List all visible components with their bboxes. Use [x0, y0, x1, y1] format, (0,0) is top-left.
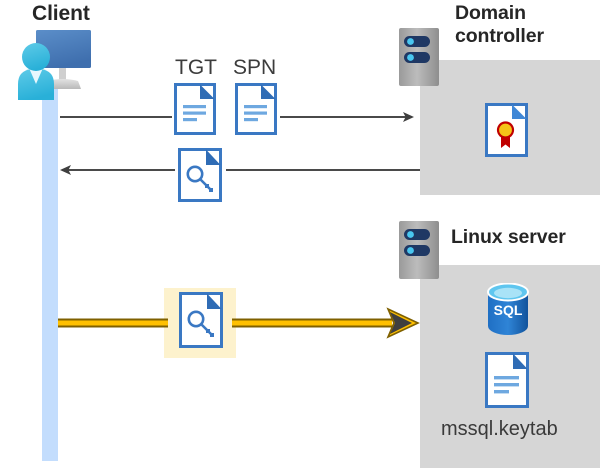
server-icon-linux — [399, 221, 439, 279]
message-label-spn: SPN — [233, 56, 277, 79]
keytab-document-icon — [485, 352, 529, 408]
document-icon-tgt — [174, 83, 216, 135]
user-at-monitor-icon — [18, 30, 91, 100]
certificate-icon — [485, 103, 528, 157]
keytab-filename-label: mssql.keytab — [441, 418, 558, 440]
document-icon-spn — [235, 83, 277, 135]
sql-database-icon: SQL — [487, 283, 529, 335]
message-3-line — [58, 307, 420, 339]
server-icon-domain-controller — [399, 28, 439, 86]
client-lifeline — [42, 80, 58, 461]
domain-controller-title: Domain controller — [455, 2, 544, 47]
client-title: Client — [32, 2, 90, 25]
message-label-tgt: TGT — [175, 56, 217, 79]
key-document-icon-ticket — [178, 148, 222, 202]
sql-icon-text: SQL — [494, 302, 523, 318]
linux-server-title: Linux server — [451, 226, 566, 248]
key-document-icon-keytab-auth — [179, 292, 223, 348]
